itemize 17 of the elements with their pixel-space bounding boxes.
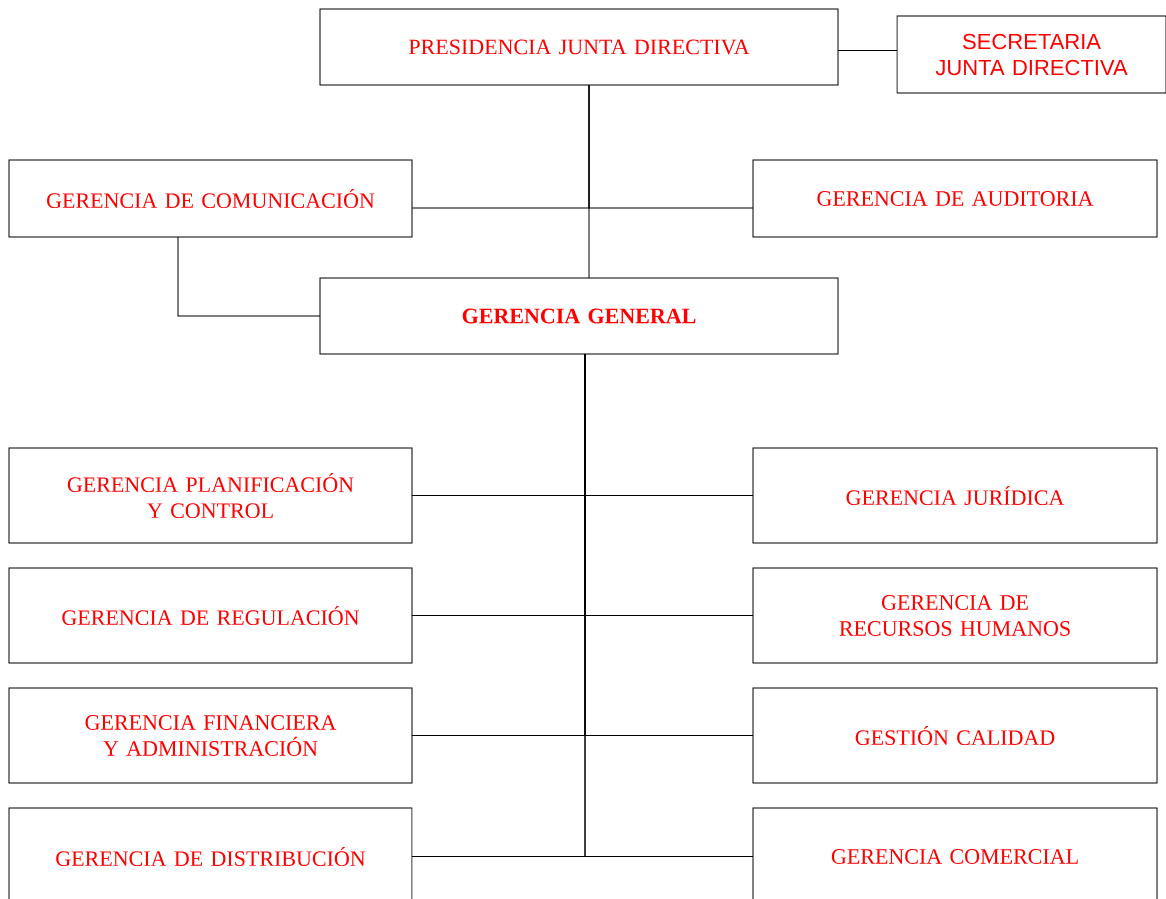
- org-box: GERENCIA COMERCIAL: [752, 807, 1158, 899]
- org-box: GERENCIA DE REGULACIÓN: [8, 567, 413, 664]
- connector-line: [837, 50, 898, 51]
- org-box: GERENCIA PLANIFICACIÓN Y CONTROL: [8, 447, 413, 544]
- org-box: PRESIDENCIA JUNTA DIRECTIVA: [319, 8, 839, 86]
- org-box: GERENCIA FINANCIERA Y ADMINISTRACIÓN: [8, 687, 413, 784]
- org-box: GERENCIA DE COMUNICACIÓN: [8, 159, 413, 238]
- connector-line: [584, 353, 754, 857]
- org-box: GERENCIA DE AUDITORIA: [752, 159, 1158, 238]
- org-box: GERENCIA DE DISTRIBUCIÓN: [8, 807, 413, 899]
- org-box: SECRETARIA JUNTA DIRECTIVA: [896, 15, 1166, 94]
- org-box: GESTIÓN CALIDAD: [752, 687, 1158, 784]
- connector-line: [177, 236, 321, 317]
- org-box: GERENCIA GENERAL: [319, 277, 839, 355]
- org-box: GERENCIA JURÍDICA: [752, 447, 1158, 544]
- connector-line: [588, 84, 754, 209]
- org-box: GERENCIA DE RECURSOS HUMANOS: [752, 567, 1158, 664]
